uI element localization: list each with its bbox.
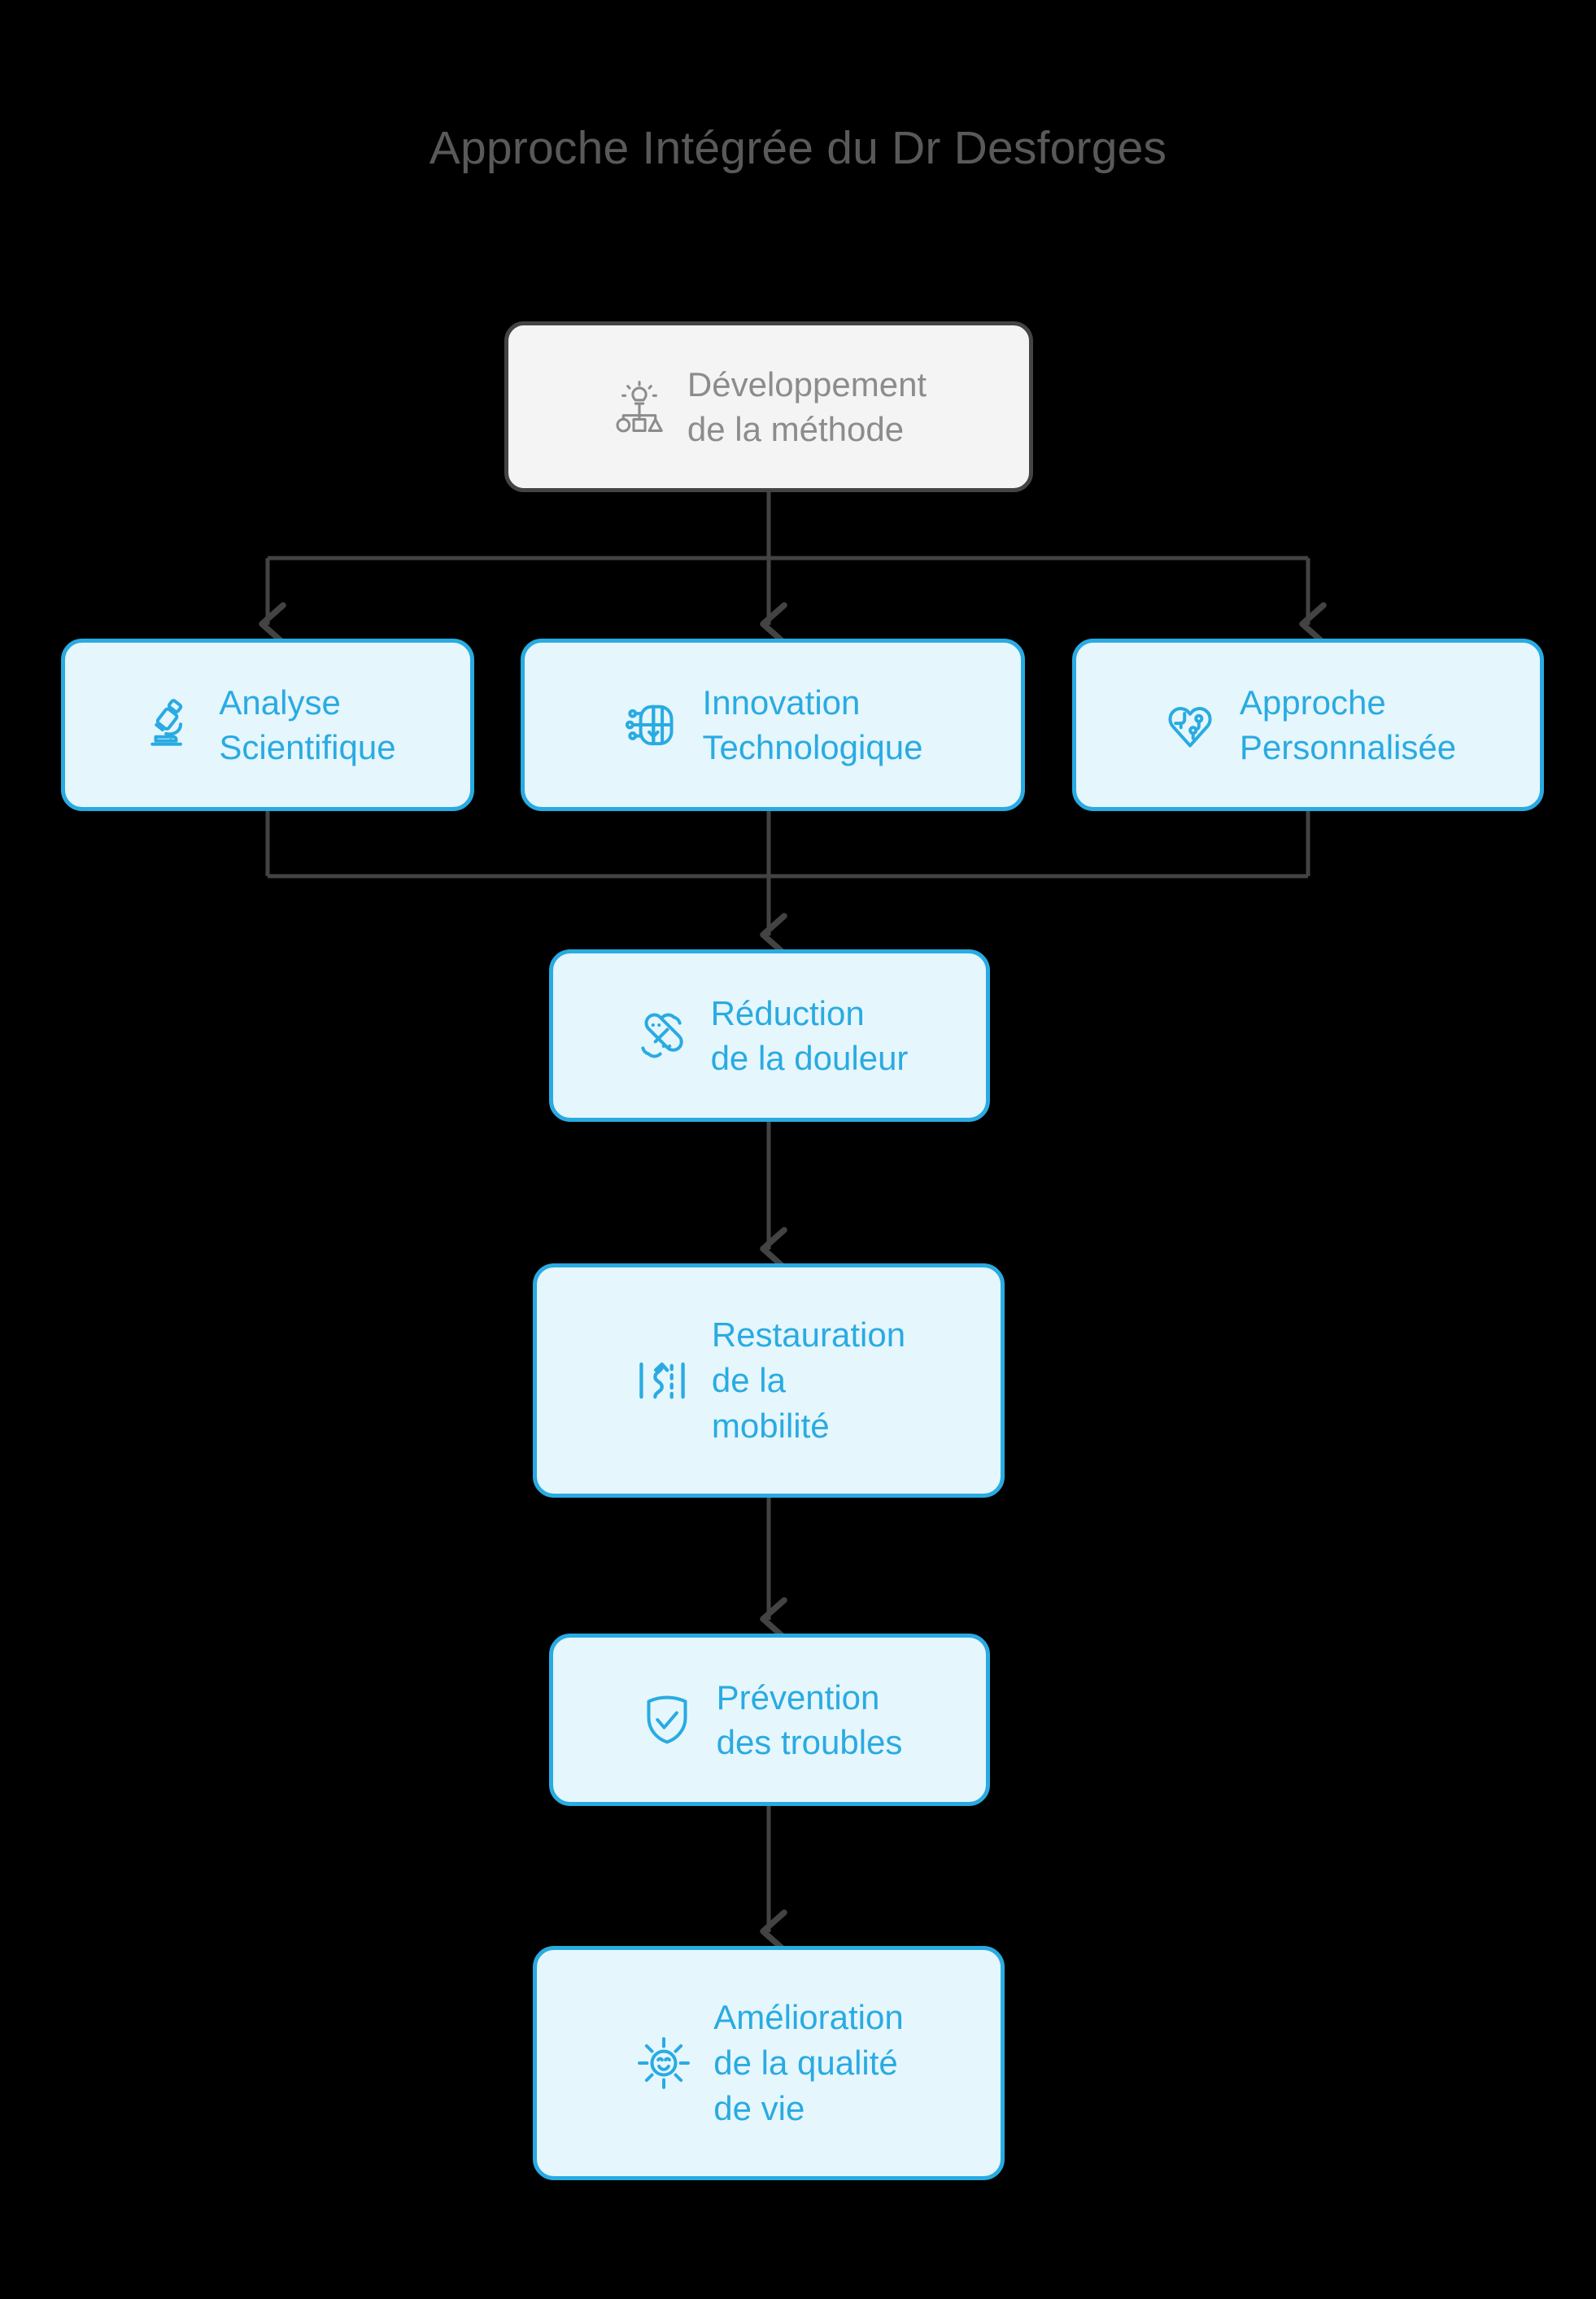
brain-circuit-icon — [625, 705, 674, 746]
node-approche-personnalisee[interactable]: Approche Personnalisée — [1072, 639, 1544, 811]
lightbulb-hierarchy-icon — [616, 381, 663, 433]
microscope-icon — [150, 699, 183, 746]
heart-brain-icon — [1168, 707, 1212, 748]
smiling-sun-icon — [638, 2037, 691, 2089]
node-developpement-de-la-methode[interactable]: Développement de la méthode — [504, 321, 1033, 492]
node-label: Réduction de la douleur — [710, 993, 909, 1077]
shield-check-icon — [647, 1695, 687, 1744]
node-reduction-de-la-douleur[interactable]: Réduction de la douleur — [549, 949, 990, 1122]
node-label: Amélioration de la qualité de vie — [713, 1997, 904, 2128]
node-analyse-scientifique[interactable]: Analyse Scientifique — [61, 639, 474, 811]
page-title: Approche Intégrée du Dr Desforges — [429, 122, 1167, 174]
node-label: Prévention des troubles — [716, 1677, 903, 1761]
node-label: Innovation Technologique — [702, 683, 923, 766]
node-label: Approche Personnalisée — [1239, 683, 1457, 766]
mobility-path-icon — [639, 1362, 685, 1399]
node-label: Analyse Scientifique — [219, 683, 396, 766]
node-prevention-des-troubles[interactable]: Prévention des troubles — [549, 1634, 990, 1806]
node-restauration-de-la-mobilite[interactable]: Restauration de la mobilité — [533, 1263, 1005, 1498]
node-label: Restauration de la mobilité — [711, 1315, 906, 1446]
node-innovation-technologique[interactable]: Innovation Technologique — [521, 639, 1025, 811]
node-amelioration-de-la-qualite-de-vie[interactable]: Amélioration de la qualité de vie — [533, 1946, 1005, 2180]
bandage-cross-icon — [640, 1013, 683, 1058]
node-label: Développement de la méthode — [687, 364, 927, 448]
